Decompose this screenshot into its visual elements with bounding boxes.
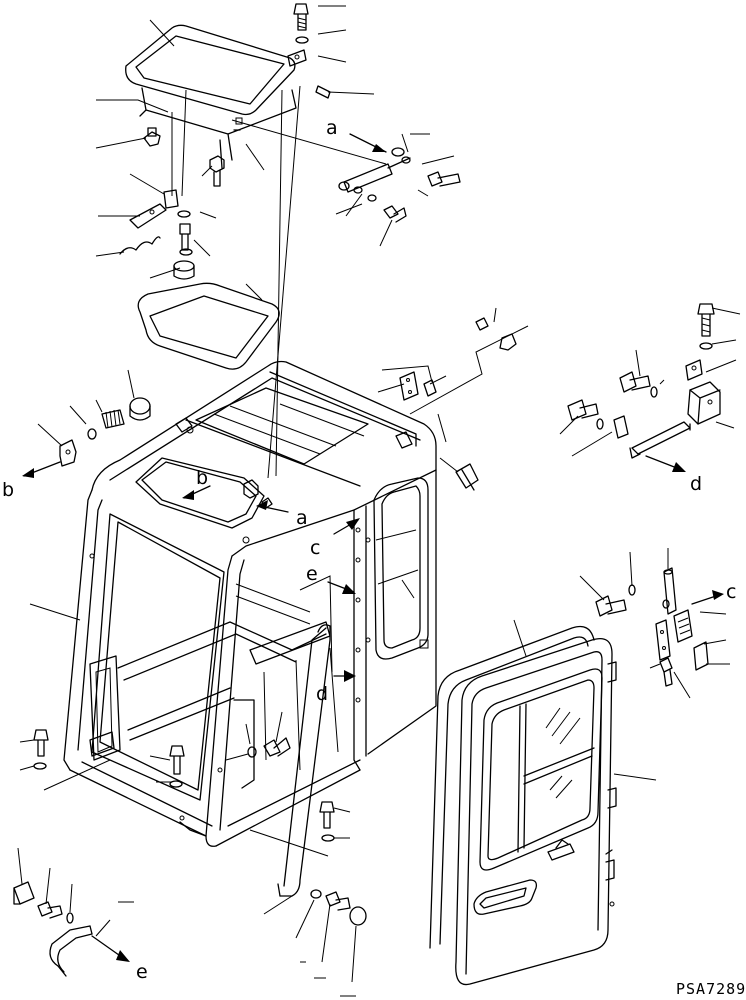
callout-leaders <box>17 5 741 997</box>
hatch-knob <box>143 127 161 147</box>
bottom-cap <box>13 881 35 905</box>
cab-frame <box>63 360 437 847</box>
latch-bolt-small <box>475 317 517 351</box>
arrow-c-pillar <box>333 518 360 535</box>
hatch-seal <box>137 282 280 370</box>
roof-hatch-glass <box>125 24 296 116</box>
label-c-hinge: c <box>726 581 736 603</box>
label-b-left: b <box>2 479 14 501</box>
roof-side-bolt <box>439 457 479 491</box>
arrow-d-rod <box>333 670 356 682</box>
grab-handrail <box>277 624 331 897</box>
strut-bolts <box>383 171 461 223</box>
small-bolt-washers <box>177 210 193 256</box>
grip-handle <box>49 925 93 977</box>
label-d-latch: d <box>690 473 702 495</box>
arrow-e-pillar <box>327 581 356 594</box>
latch-plate <box>399 371 437 401</box>
label-c-pillar: c <box>310 537 320 559</box>
mid-bolt <box>225 737 291 761</box>
small-bracket-left <box>59 439 77 467</box>
arrow-e-handle <box>91 935 130 962</box>
hinge-pin <box>663 567 677 615</box>
label-b-roof: b <box>196 467 208 489</box>
spring-bolt <box>87 409 125 440</box>
lock-top-bolt <box>697 303 715 350</box>
lock-lever <box>119 189 179 255</box>
left-bolt-lower <box>33 729 111 791</box>
bottom-bolt <box>37 901 74 924</box>
lock-bracket <box>685 359 703 381</box>
hinge-bolts <box>595 584 673 687</box>
arrow-a-top <box>349 133 387 153</box>
arrow-b-roof <box>182 485 211 500</box>
label-e-handle: e <box>136 961 148 983</box>
label-a-roof: a <box>296 507 308 529</box>
floor-bolt <box>169 745 185 788</box>
lock-side-bolts <box>567 371 658 439</box>
cab-door <box>429 625 617 986</box>
drawing-code: PSA7289 <box>676 980 746 998</box>
cap-plug <box>129 397 151 421</box>
lock-rod <box>629 421 691 459</box>
hinge-plates <box>655 609 709 671</box>
top-bolt <box>293 3 309 44</box>
hatch-leader <box>171 85 301 479</box>
arrow-a-roof <box>256 500 289 513</box>
label-e-pillar: e <box>306 563 318 585</box>
hatch-hinge-pin <box>287 49 331 99</box>
arrow-b-left <box>22 461 61 478</box>
label-a-top: a <box>326 117 338 139</box>
arrow-d-latch <box>645 455 686 472</box>
handrail-fasteners <box>310 889 367 926</box>
label-d-rod: d <box>316 683 328 705</box>
door-lock-unit <box>687 381 721 431</box>
arrow-c-hinge <box>691 590 724 605</box>
rubber-stopper <box>173 260 195 280</box>
gas-strut <box>231 119 411 202</box>
